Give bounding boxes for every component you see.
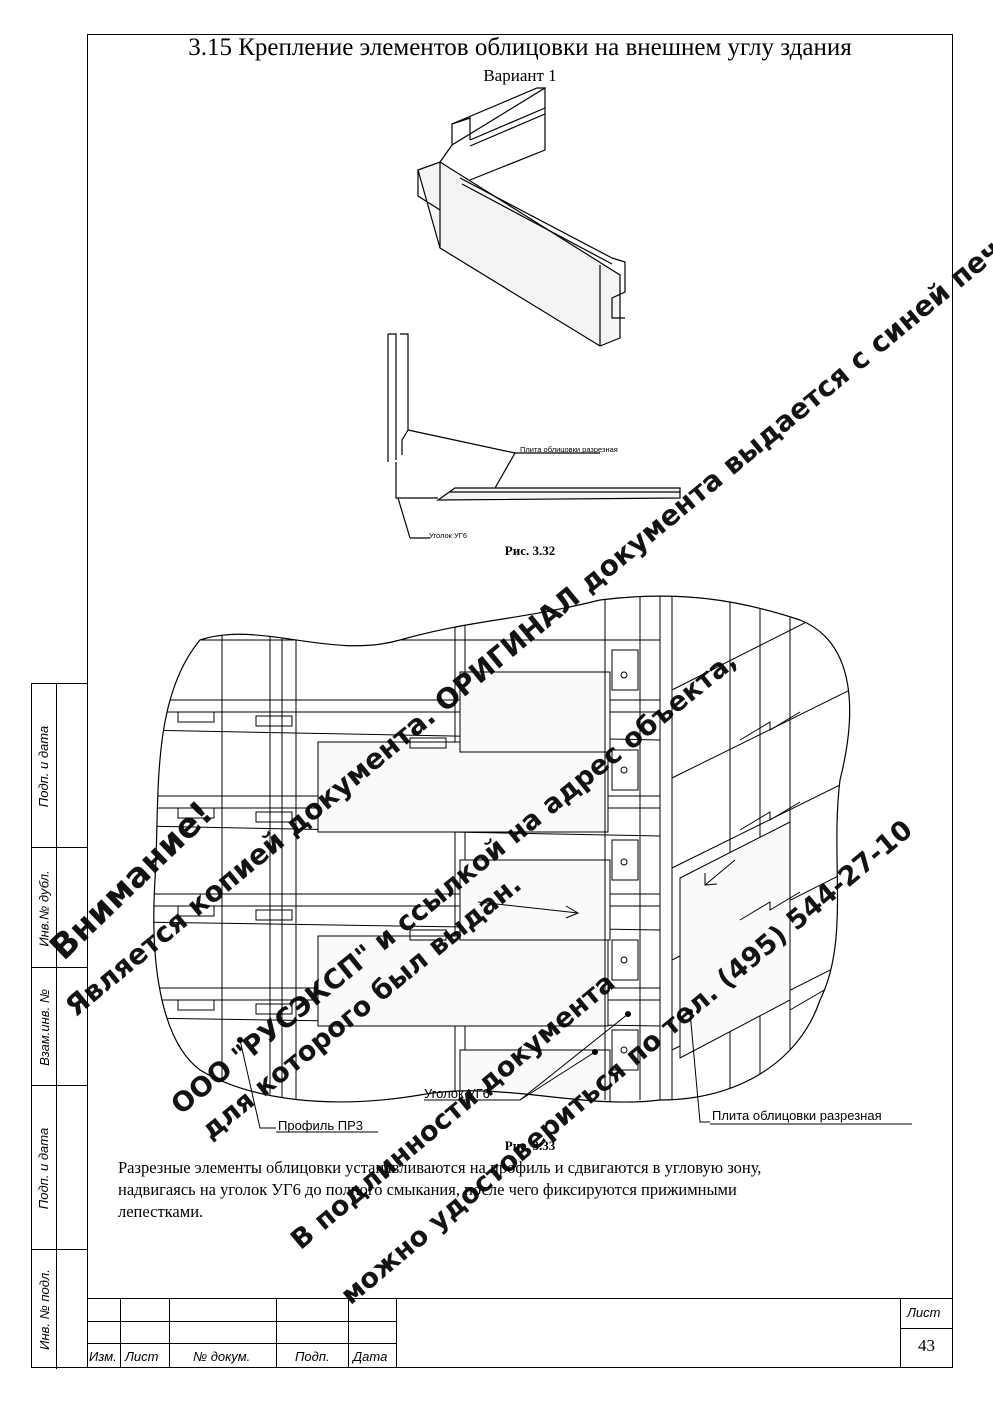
tb-izm-label: Изм. <box>89 1349 117 1364</box>
tb-top-line <box>87 1298 953 1299</box>
corner-profile-3d <box>417 86 626 347</box>
fig33-plate-label: Плита облицовки разрезная <box>712 1108 882 1123</box>
facade-outline <box>153 595 851 1103</box>
side-cell-blank-5 <box>56 1250 88 1369</box>
tb-cell <box>349 1344 397 1368</box>
tb-cell <box>87 1322 121 1344</box>
side-cell-sign-date-2 <box>32 1086 56 1250</box>
side-cell-blank-1 <box>56 684 88 848</box>
rail-tabs <box>177 711 447 1015</box>
fig32-caption: Рис. 3.32 <box>504 543 556 558</box>
tb-cell <box>121 1322 170 1344</box>
page-frame <box>87 34 953 1368</box>
right-facade <box>671 599 850 1100</box>
page-subtitle: Вариант 1 <box>483 66 557 85</box>
side-cell-blank-4 <box>56 1086 88 1250</box>
tb-list-label: Лист <box>125 1349 159 1364</box>
body-line-1: Разрезные элементы облицовки устанавлива… <box>118 1158 762 1177</box>
body-paragraph: Разрезные элементы облицовки устанавлива… <box>118 1157 938 1223</box>
fig33-leaders <box>239 1011 710 1129</box>
tb-cell <box>349 1298 397 1322</box>
side-cell-sign-date-1 <box>32 684 56 848</box>
tb-cell <box>277 1344 349 1368</box>
tb-docno-label: № докум. <box>193 1349 251 1364</box>
page-title: 3.15 Крепление элементов облицовки на вн… <box>188 34 852 61</box>
tb-cell <box>277 1298 349 1322</box>
fig32-plate-label: Плита облицовки разрезная <box>520 445 618 454</box>
title-block: Изм. Лист № докум. Подп. Дата Лист 43 <box>87 1298 953 1368</box>
tb-cell <box>121 1298 170 1322</box>
fig32-corner-label: Уголок УГ6 <box>429 531 467 540</box>
corner-column <box>604 596 673 1100</box>
tb-cell <box>87 1298 121 1322</box>
tb-sign-label: Подп. <box>295 1349 330 1364</box>
side-stamp: Подп. и дата Инв.№ дубл. Взам.инв. № Под… <box>31 683 88 1369</box>
body-line-2: надвигаясь на уголок УГ6 до полного смык… <box>118 1180 737 1199</box>
sheet-box-divider <box>900 1328 953 1329</box>
tb-cell <box>277 1322 349 1344</box>
tb-cell <box>170 1322 277 1344</box>
body-line-3: лепестками. <box>118 1202 204 1221</box>
side-cell-replace <box>32 968 56 1086</box>
facade-drawing <box>153 596 850 1103</box>
tb-date-label: Дата <box>353 1349 388 1364</box>
tb-cell <box>87 1344 121 1368</box>
tb-sheet-label: Лист <box>907 1305 941 1320</box>
fig33-caption: Рис. 3.33 <box>504 1138 556 1153</box>
section-view <box>387 333 681 539</box>
tb-cell <box>170 1298 277 1322</box>
sheet-box <box>900 1298 953 1368</box>
tb-cell <box>349 1322 397 1344</box>
side-cell-blank-2 <box>56 848 88 968</box>
fig33-corner-label: Уголок УГ6 <box>424 1086 490 1101</box>
side-cell-blank-3 <box>56 968 88 1086</box>
tb-cell <box>121 1344 170 1368</box>
side-cell-dup <box>32 848 56 968</box>
fig33-profile-label: Профиль ПР3 <box>278 1118 363 1133</box>
sheet-number: 43 <box>918 1336 935 1355</box>
tb-cell <box>170 1344 277 1368</box>
